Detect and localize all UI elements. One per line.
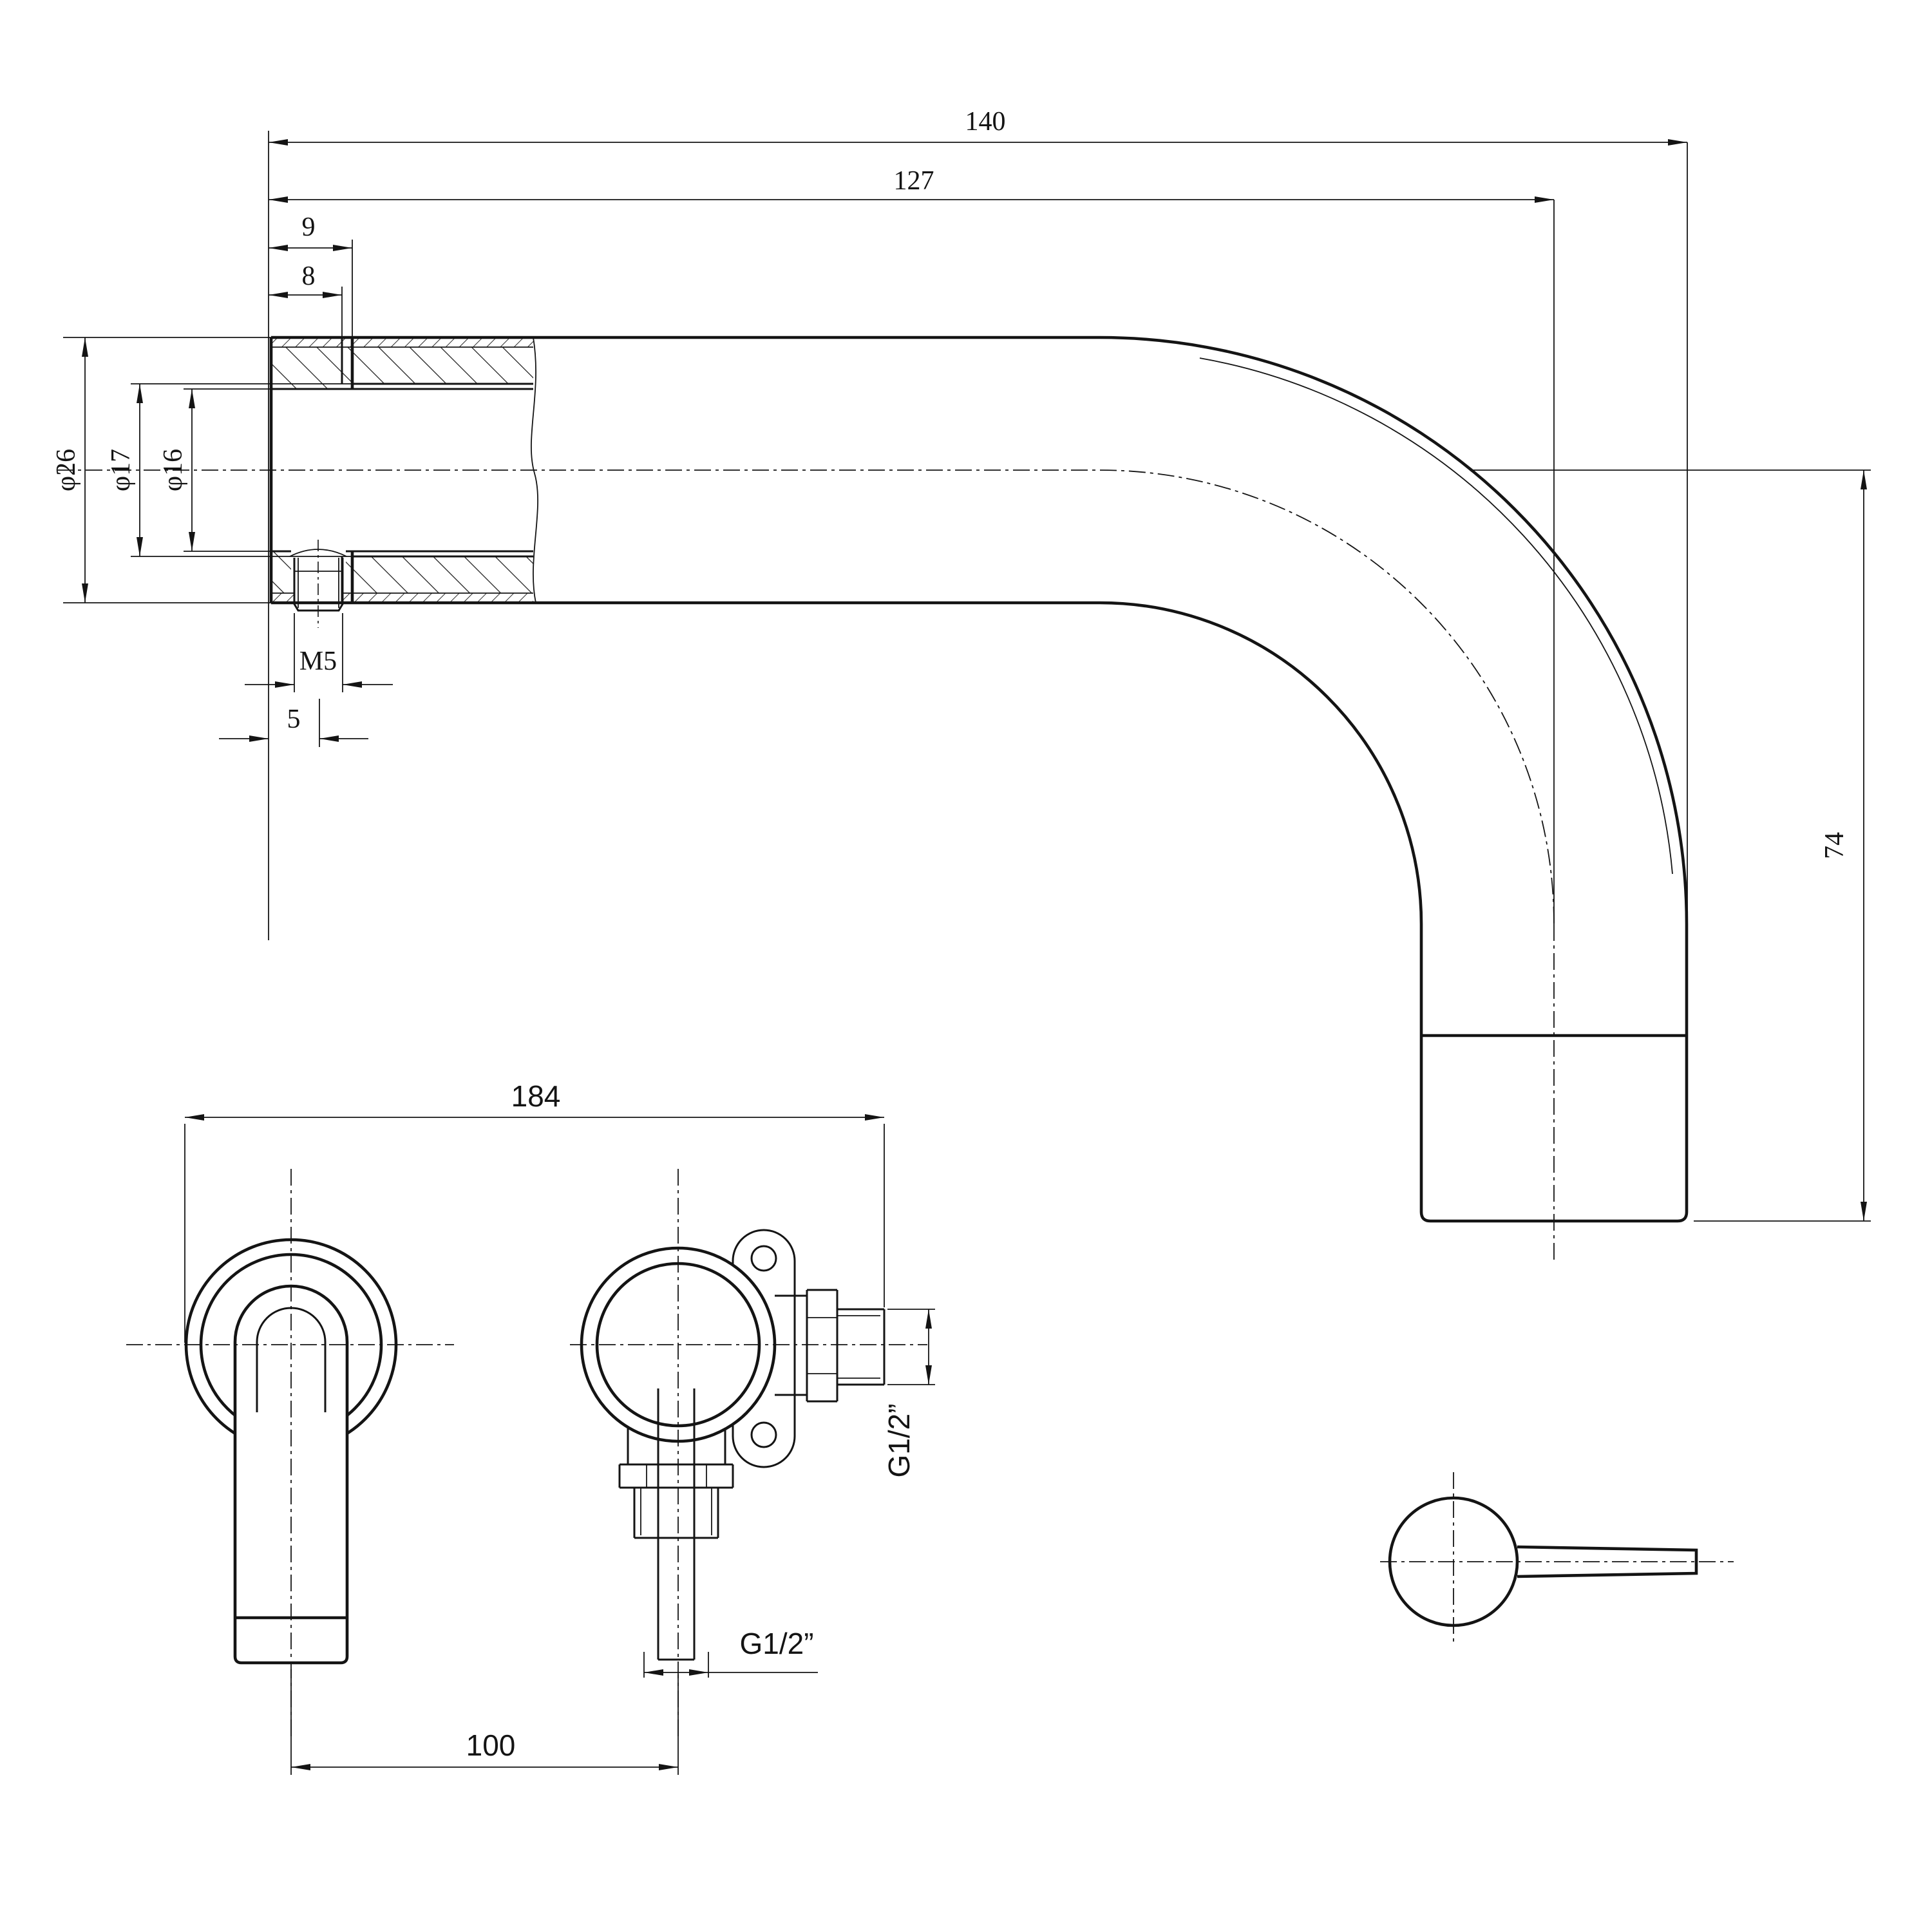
dim-dia16-label: φ16	[158, 449, 188, 491]
handle-lever	[1517, 1545, 1698, 1578]
dimension-lines	[82, 139, 1867, 1221]
bottom-inlet-g12	[618, 1388, 734, 1661]
spout-section-view: 140 127 9 8 φ26 φ17 φ16 M5 5 74	[52, 107, 1871, 1262]
set-screw	[289, 540, 347, 628]
spout-centerlines	[57, 469, 1555, 1262]
dim-8-label: 8	[302, 261, 316, 291]
bracket-screw-hole-bottom	[750, 1421, 777, 1448]
side-outlet-g12	[775, 1289, 886, 1403]
bore-lines	[271, 337, 533, 603]
dim-140-label: 140	[965, 107, 1006, 137]
front-view-centerlines	[126, 1169, 927, 1739]
dim-dia17-label: φ17	[106, 449, 136, 491]
bracket-screw-hole-top	[750, 1245, 777, 1272]
dim-100-label: 100	[466, 1728, 516, 1762]
dim-g12-side-label: G1/2”	[882, 1403, 916, 1477]
mixer-front-view: 184 100 G1/2” G1/2”	[126, 1079, 935, 1775]
dim-127-label: 127	[894, 166, 934, 196]
bend-inner-parallel-line	[1199, 357, 1673, 875]
dim-74-label: 74	[1820, 832, 1850, 859]
dim-184-label: 184	[511, 1079, 561, 1113]
extension-lines	[63, 131, 1871, 1222]
dim-5-label: 5	[287, 705, 301, 734]
front-view-dims	[184, 1114, 935, 1775]
dim-g12-bottom-label: G1/2”	[739, 1627, 813, 1660]
valve-body	[580, 1229, 886, 1661]
spout-outline	[271, 336, 1689, 1223]
dim-9-label: 9	[302, 213, 316, 242]
dim-m5-label: M5	[299, 647, 337, 676]
dim-dia26-label: φ26	[52, 449, 81, 491]
break-line	[531, 337, 538, 603]
handle-side-view	[1380, 1472, 1734, 1643]
section-hatching	[271, 337, 533, 603]
